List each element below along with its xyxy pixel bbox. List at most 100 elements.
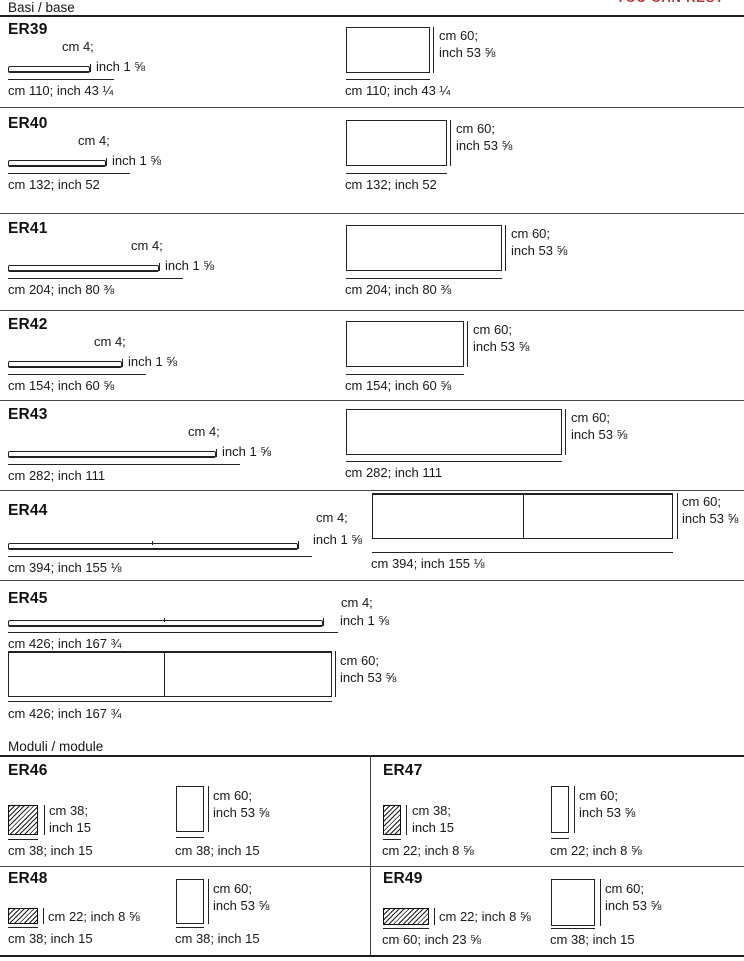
- module-cell-er47: ER47 cm 38; inch 15 cm 22; inch 8 ⅝ cm 6…: [371, 755, 744, 866]
- module-width-label: cm 38; inch 15: [8, 931, 93, 946]
- dimension-tick: [298, 541, 299, 549]
- dimension-tick: [159, 263, 160, 271]
- dimension-tick: [505, 225, 506, 271]
- dimension-tick: [450, 120, 451, 166]
- dimension-line: [8, 173, 130, 174]
- brand-tagline: YOU CAN REST: [616, 0, 724, 5]
- dimension-tick: [406, 805, 407, 835]
- dimension-tick: [433, 27, 434, 73]
- dimension-tick: [106, 158, 107, 166]
- front-width-label: cm 38; inch 15: [175, 931, 260, 946]
- product-code: ER47: [383, 762, 423, 779]
- dimension-line: [8, 632, 338, 633]
- front-width-label: cm 394; inch 155 ⅛: [371, 556, 485, 571]
- side-thickness-cm-label: cm 4;: [94, 334, 126, 349]
- module-height-cm-label: cm 38;: [49, 803, 89, 818]
- dimension-tick: [323, 618, 324, 626]
- dimension-tick: [152, 541, 153, 545]
- side-thickness-cm-label: cm 4;: [78, 133, 110, 148]
- front-height-inch-label: inch 53 ⅝: [456, 138, 513, 153]
- front-height-cm-label: cm 60;: [579, 788, 619, 803]
- dimension-line: [551, 928, 595, 929]
- dimension-line: [8, 839, 38, 840]
- side-view-bar: [8, 265, 159, 272]
- side-width-label: cm 426; inch 167 ¾: [8, 636, 122, 651]
- product-code: ER40: [8, 115, 48, 132]
- front-height-cm-label: cm 60;: [213, 788, 253, 803]
- front-width-label: cm 38; inch 15: [175, 843, 260, 858]
- brand-tagline-clip: YOU CAN REST: [616, 0, 724, 7]
- side-thickness-cm-label: cm 4;: [188, 424, 220, 439]
- product-code: ER46: [8, 762, 48, 779]
- dimension-line: [8, 464, 240, 465]
- dimension-tick: [208, 786, 209, 832]
- front-width-label: cm 38; inch 15: [550, 932, 635, 947]
- dimension-line: [8, 278, 183, 279]
- dimension-tick: [90, 64, 91, 72]
- front-view-rect: [8, 651, 332, 697]
- panel-divider: [164, 653, 165, 696]
- dimension-tick: [122, 359, 123, 367]
- dimension-line: [8, 79, 114, 80]
- panel-divider: [523, 495, 524, 538]
- dimension-line: [383, 928, 429, 929]
- hatched-module-diagram: [383, 908, 429, 925]
- dimension-line: [346, 374, 464, 375]
- dimension-tick: [574, 786, 575, 833]
- front-width-label: cm 110; inch 43 ¼: [345, 83, 451, 98]
- row-separator: [0, 107, 744, 108]
- row-separator: [0, 866, 744, 867]
- base-row-er41: ER41 cm 4; inch 1 ⅝ cm 204; inch 80 ⅜ cm…: [0, 213, 744, 310]
- dimension-line: [176, 927, 204, 928]
- side-thickness-inch-label: inch 1 ⅝: [112, 153, 162, 168]
- front-view-rect: [346, 409, 562, 455]
- front-height-inch-label: inch 53 ⅝: [605, 898, 662, 913]
- product-code: ER39: [8, 21, 48, 38]
- dimension-line: [346, 278, 502, 279]
- hatched-module-diagram: [8, 908, 38, 924]
- dimension-line: [383, 839, 401, 840]
- front-view-rect: [372, 493, 673, 539]
- base-row-er45: ER45 cm 4; inch 1 ⅝ cm 426; inch 167 ¾ c…: [0, 580, 744, 737]
- dimension-tick: [43, 908, 44, 924]
- row-separator: [0, 580, 744, 581]
- base-row-er43: ER43 cm 4; inch 1 ⅝ cm 282; inch 111 cm …: [0, 400, 744, 490]
- front-view-rect: [551, 786, 569, 833]
- front-height-inch-label: inch 53 ⅝: [213, 805, 270, 820]
- dimension-tick: [216, 449, 217, 457]
- side-view-bar: [8, 451, 216, 458]
- side-thickness-inch-label: inch 1 ⅝: [313, 532, 363, 547]
- side-thickness-cm-label: cm 4;: [316, 510, 348, 525]
- dimension-line: [346, 173, 447, 174]
- section-title-basi: Basi / base: [8, 0, 75, 15]
- side-width-label: cm 154; inch 60 ⅝: [8, 378, 115, 393]
- side-width-label: cm 204; inch 80 ⅜: [8, 282, 115, 297]
- front-height-inch-label: inch 53 ⅝: [579, 805, 636, 820]
- front-width-label: cm 204; inch 80 ⅜: [345, 282, 452, 297]
- base-row-er42: ER42 cm 4; inch 1 ⅝ cm 154; inch 60 ⅝ cm…: [0, 310, 744, 400]
- product-code: ER41: [8, 220, 48, 237]
- side-view-bar: [8, 66, 90, 73]
- front-width-label: cm 132; inch 52: [345, 177, 437, 192]
- dimension-line: [551, 838, 569, 839]
- module-height-label: cm 22; inch 8 ⅝: [439, 909, 531, 924]
- module-width-label: cm 38; inch 15: [8, 843, 93, 858]
- dimension-tick: [164, 618, 165, 622]
- side-view-bar: [8, 620, 323, 627]
- front-height-cm-label: cm 60;: [456, 121, 496, 136]
- section-rule: [0, 15, 744, 17]
- front-width-label: cm 426; inch 167 ¾: [8, 706, 122, 721]
- front-view-rect: [346, 321, 464, 367]
- front-height-inch-label: inch 53 ⅝: [473, 339, 530, 354]
- dimension-tick: [208, 879, 209, 924]
- dimension-line: [346, 461, 562, 462]
- module-cell-er46: ER46 cm 38; inch 15 cm 38; inch 15 cm 60…: [0, 755, 370, 866]
- front-height-cm-label: cm 60;: [439, 28, 479, 43]
- product-code: ER49: [383, 870, 423, 887]
- product-code: ER45: [8, 590, 48, 607]
- front-width-label: cm 22; inch 8 ⅝: [550, 843, 642, 858]
- side-thickness-inch-label: inch 1 ⅝: [340, 613, 390, 628]
- dimension-tick: [467, 321, 468, 367]
- front-height-inch-label: inch 53 ⅝: [571, 427, 628, 442]
- dimension-line: [176, 837, 204, 838]
